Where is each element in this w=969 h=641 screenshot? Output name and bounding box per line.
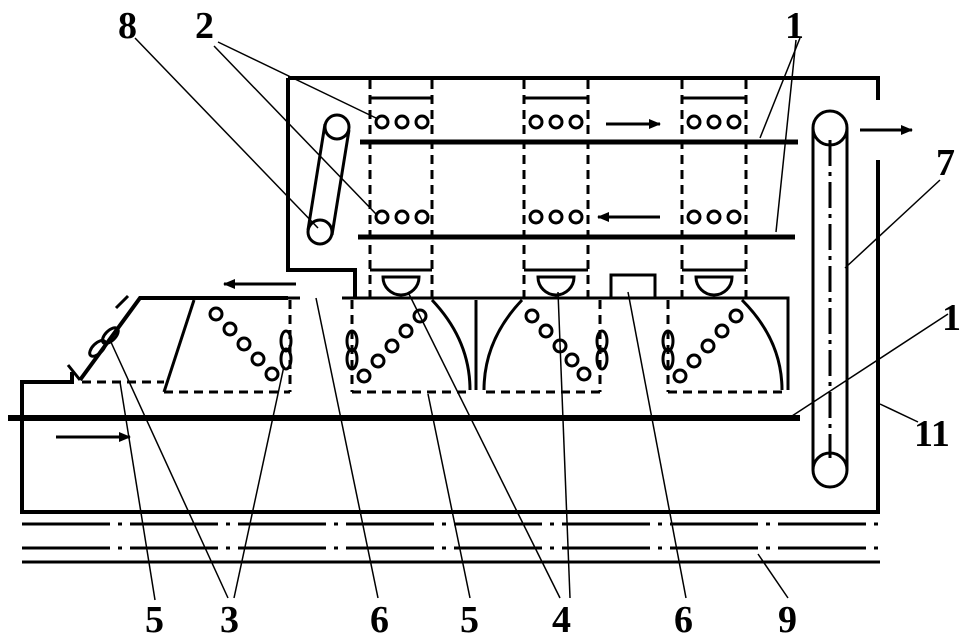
lower-zone-4 [666,298,788,394]
heater-tubes [374,114,742,225]
label-6-left: 6 [370,599,389,641]
lower-zone-3 [482,298,602,394]
label-2: 2 [195,5,214,47]
label-8: 8 [118,5,137,47]
label-3: 3 [220,599,239,641]
label-5-left: 5 [145,599,164,641]
label-7: 7 [936,142,955,184]
left-vertical-belt [306,113,351,246]
lower-compartment-top [140,296,790,390]
label-6-right: 6 [674,599,693,641]
label-1-top: 1 [785,5,804,47]
housing-notch [66,294,130,381]
right-vertical-belt [811,109,849,489]
flow-arrows [56,119,913,442]
diagonal-heater-tubes [208,306,744,384]
label-11: 11 [914,413,950,455]
label-9: 9 [778,599,797,641]
leader-lines [109,37,949,601]
upper-zone-3 [680,80,748,298]
upper-zone-2 [522,80,590,298]
label-1-right: 1 [942,297,961,339]
label-5-mid: 5 [460,599,479,641]
label-4: 4 [552,599,571,641]
vent-box [609,273,657,300]
upper-zone-1 [368,80,434,298]
base-rails [22,522,880,564]
lower-zone-2 [350,298,478,394]
upper-chamber-wall [286,78,357,298]
